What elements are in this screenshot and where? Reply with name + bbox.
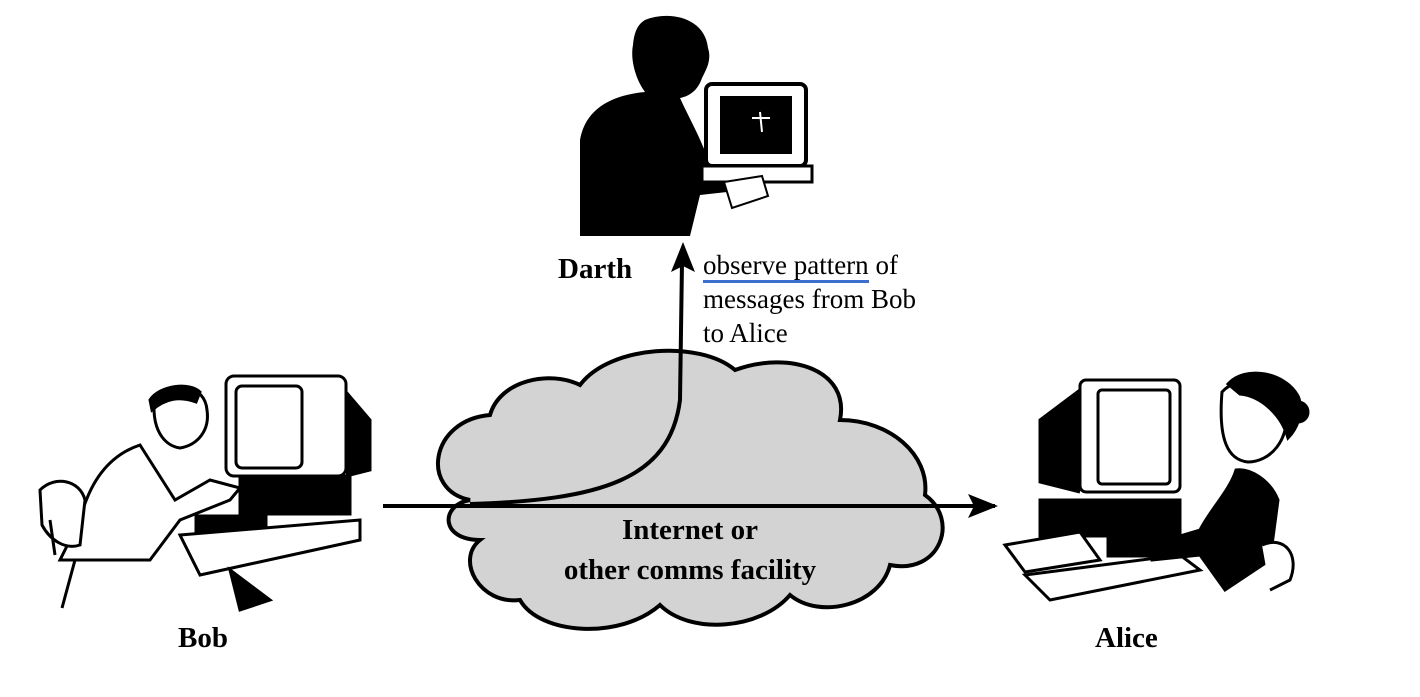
observe-arrow-to-darth	[469, 261, 684, 506]
cloud-label-line-1: Internet or	[621, 514, 759, 546]
bob-label: Bob	[178, 622, 228, 654]
annotation-line-1-tail: of	[868, 250, 898, 280]
cloud-label: Internet or other comms facility	[520, 510, 860, 590]
annotation-line-2: messages from Bob	[703, 284, 916, 314]
darth-label: Darth	[558, 253, 633, 285]
bob-figure	[38, 374, 372, 612]
annotation-underlined-phrase: observe pattern	[703, 250, 869, 283]
annotation-line-1: observe pattern of	[703, 248, 898, 283]
darth-figure	[580, 15, 814, 236]
arrowhead-up	[671, 242, 695, 272]
arrowhead-right	[968, 494, 998, 518]
alice-figure	[1002, 371, 1310, 602]
network-cloud	[435, 348, 945, 631]
alice-label: Alice	[1095, 622, 1158, 654]
annotation-line-3: to Alice	[703, 318, 788, 348]
cloud-label-line-2: other comms facility	[563, 554, 817, 586]
